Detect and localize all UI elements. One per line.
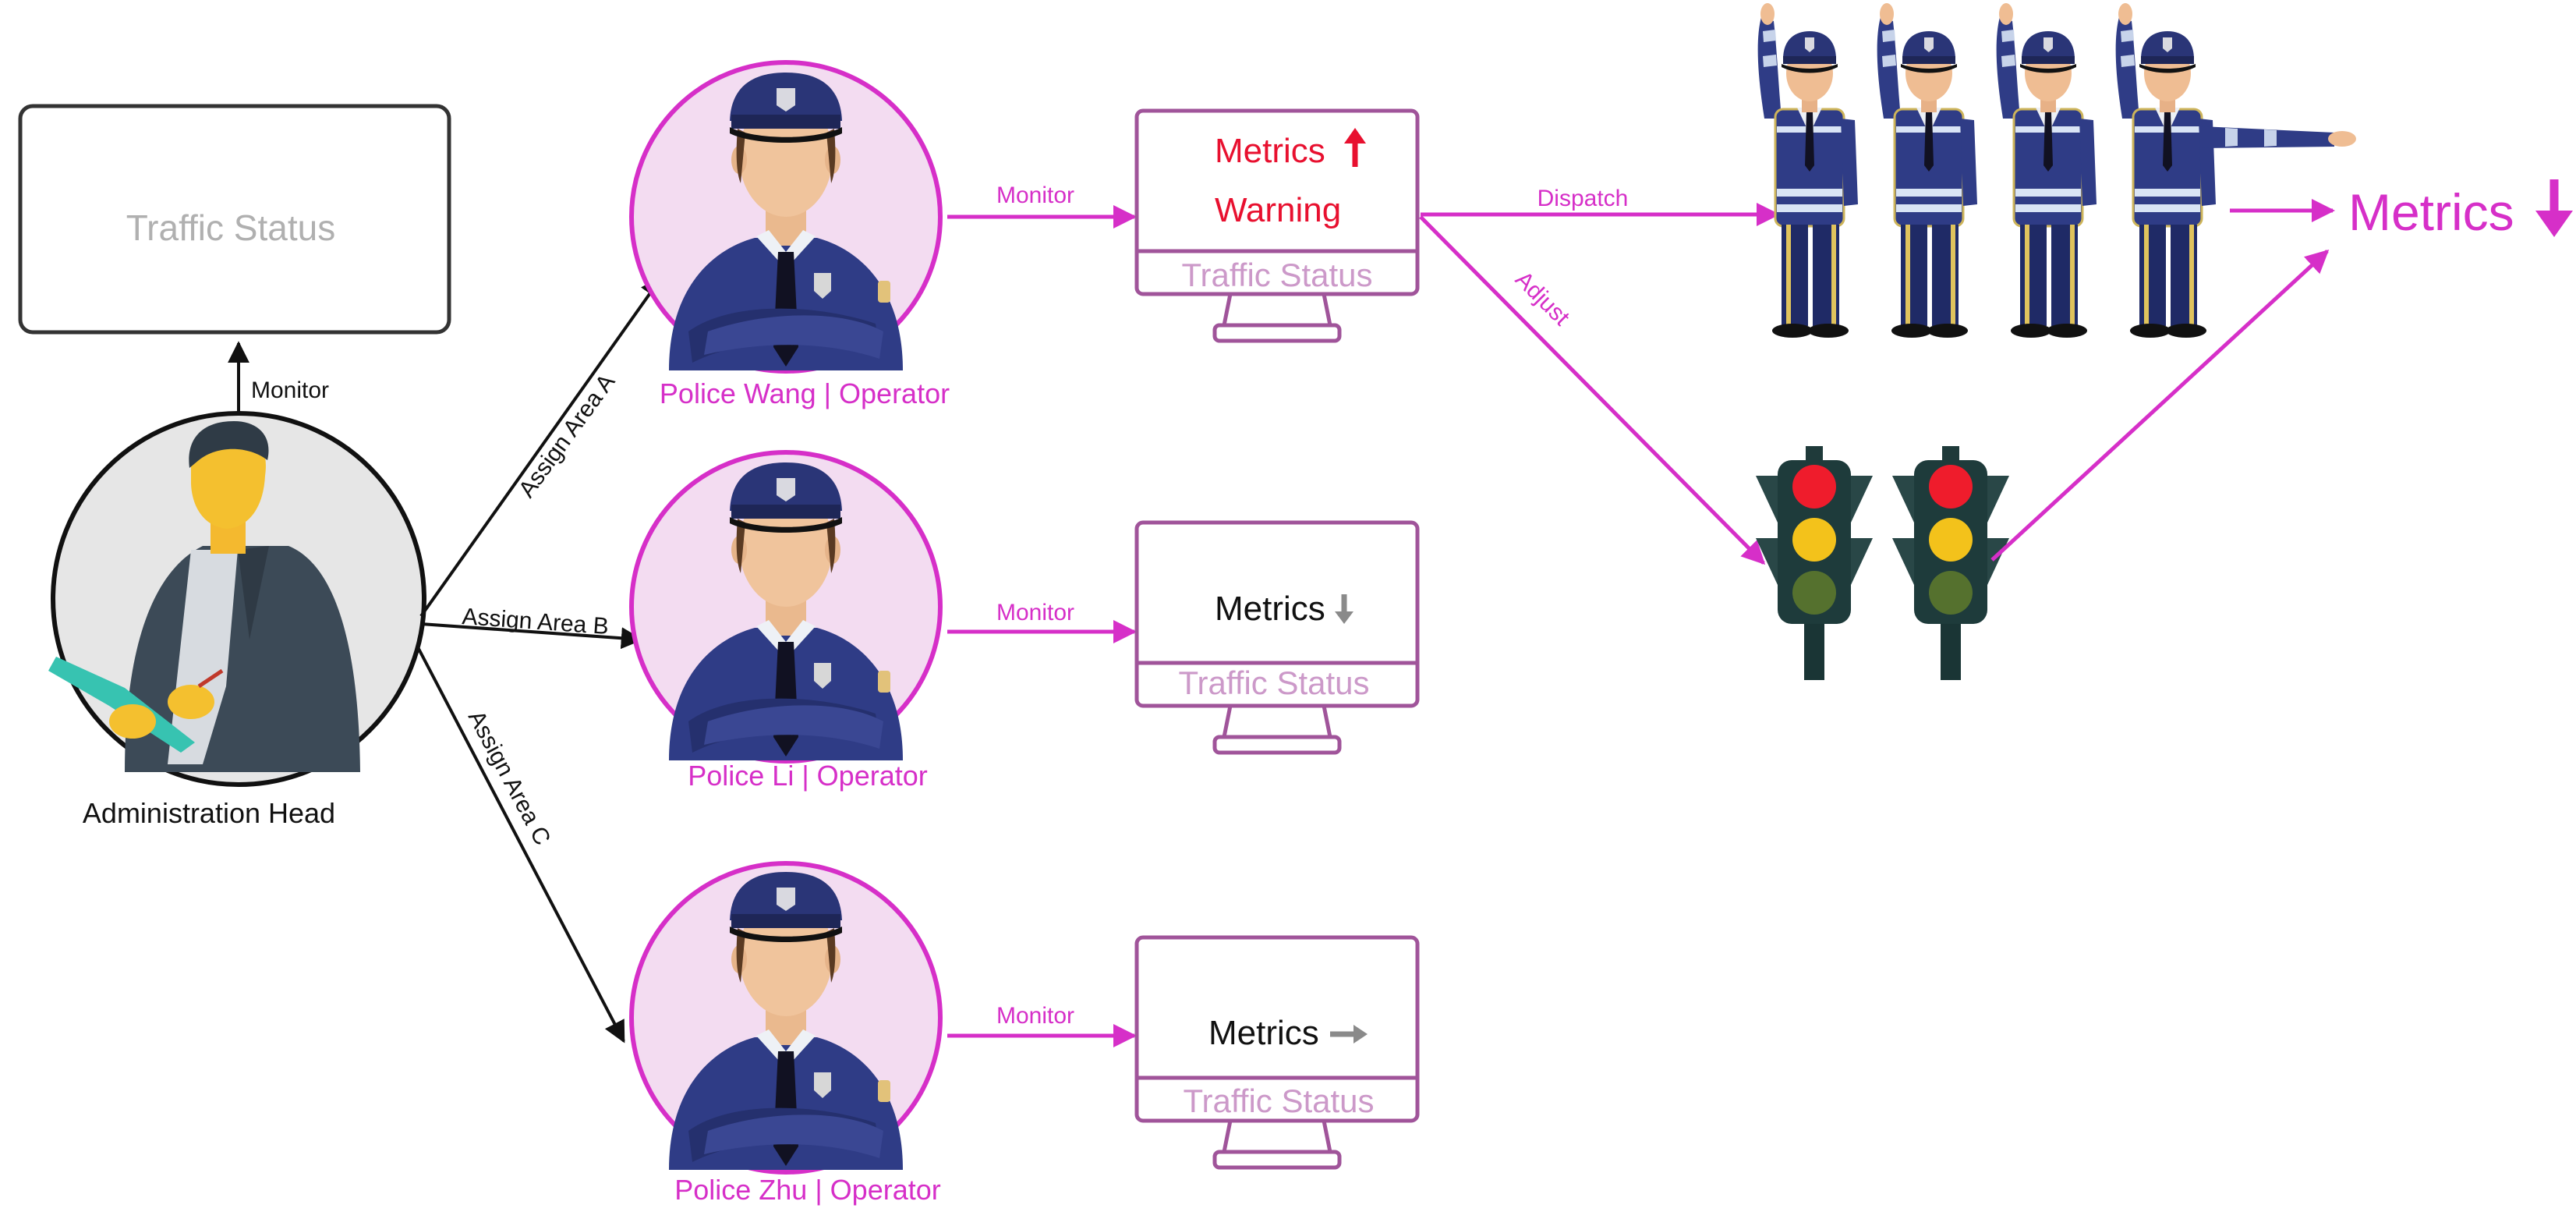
monitor-link-label: Monitor (996, 600, 1074, 625)
monitor-metric-text: Metrics (1215, 132, 1325, 170)
traffic-light-icon (1756, 446, 1873, 680)
assign-area-b-label: Assign Area B (462, 604, 610, 640)
monitor-li: Metrics Traffic Status (1137, 523, 1417, 753)
officer-name: Police Zhu | Operator (674, 1174, 941, 1206)
arrow-down-icon (2535, 179, 2573, 237)
monitor-warning-text: Warning (1215, 191, 1341, 229)
admin-avatar (48, 411, 426, 787)
traffic-police-group (1757, 2, 2356, 339)
computer-monitor-icon (1137, 523, 1417, 753)
monitor-link-label: Monitor (996, 182, 1074, 208)
officer-li: Police Li | Operator (629, 450, 943, 792)
dispatch-label: Dispatch (1537, 186, 1629, 211)
monitor-zhu: Metrics Traffic Status (1137, 937, 1417, 1168)
officer-monitor-link-1: Monitor (947, 600, 1137, 643)
arrow-up-icon (1344, 128, 1366, 167)
admin-traffic-status-screen: Traffic Status (18, 104, 451, 335)
officer-monitor-link-2: Monitor (947, 1003, 1137, 1047)
adjust-label: Adjust (1510, 267, 1575, 331)
traffic-light-group (1756, 446, 2009, 680)
assign-area-b: Assign Area B (420, 604, 643, 650)
officer-zhu: Police Zhu | Operator (629, 861, 943, 1206)
traffic-police-icon (1876, 2, 1979, 339)
assign-area-a: Assign Area A (419, 275, 663, 618)
monitor-metric-text: Metrics (1215, 590, 1325, 628)
assign-area-a-label: Assign Area A (514, 370, 620, 503)
admin-name: Administration Head (83, 797, 335, 829)
assign-area-c: Assign Area C (416, 647, 625, 1044)
officer-wang: Police Wang | Operator (629, 60, 950, 409)
computer-monitor-icon (1137, 937, 1417, 1168)
traffic-police-icon (1995, 2, 2098, 339)
monitor-screen-label: Traffic Status (1178, 664, 1369, 701)
dispatch-link: Dispatch (1421, 186, 1780, 226)
light-result-arrow (1990, 249, 2330, 562)
monitor-metric-text: Metrics (1208, 1014, 1319, 1052)
admin-monitor-label: Monitor (251, 377, 329, 403)
assign-area-c-label: Assign Area C (463, 707, 555, 849)
monitor-link-label: Monitor (996, 1003, 1074, 1029)
arrow-right-icon (1330, 1025, 1368, 1044)
traffic-light-icon (1892, 446, 2009, 680)
arrow-down-icon (1335, 594, 1353, 624)
result-metrics: Metrics (2348, 179, 2573, 241)
monitor-screen-label: Traffic Status (1181, 257, 1372, 293)
monitor-screen-label: Traffic Status (1183, 1082, 1374, 1119)
officer-monitor-link-0: Monitor (947, 182, 1137, 229)
traffic-police-icon (2114, 2, 2356, 339)
admin-screen-label: Traffic Status (126, 207, 335, 248)
officer-name: Police Li | Operator (688, 760, 928, 792)
monitor-wang: Metrics Warning Traffic Status (1137, 111, 1417, 341)
businessman-icon (48, 421, 360, 772)
adjust-link: Adjust (1419, 215, 1766, 565)
result-metric-text: Metrics (2348, 183, 2514, 241)
traffic-police-icon (1757, 2, 1859, 339)
officer-name: Police Wang | Operator (660, 377, 950, 409)
